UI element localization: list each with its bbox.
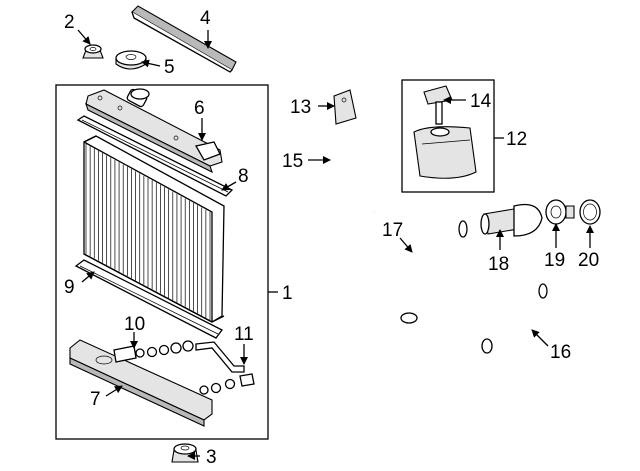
- callout-4: 4: [200, 8, 211, 29]
- thermostat-gasket: [579, 199, 601, 225]
- callout-17: 17: [382, 220, 403, 241]
- callout-3: 3: [206, 447, 217, 468]
- callout-12: 12: [506, 129, 527, 150]
- callout-19: 19: [544, 250, 565, 271]
- clip-part: [82, 44, 104, 59]
- callout-14: 14: [470, 91, 492, 112]
- upper-radiator-hose: [400, 214, 469, 325]
- radiator-core: [83, 135, 225, 323]
- callout-18: 18: [488, 254, 509, 275]
- lower-radiator-hose: [481, 281, 548, 354]
- reservoir-box: [401, 79, 504, 193]
- callout-7: 7: [90, 389, 101, 410]
- callout-5: 5: [164, 57, 175, 78]
- callout-16: 16: [550, 342, 571, 363]
- arrow-icon: [399, 237, 413, 253]
- callout-20: 20: [578, 250, 599, 271]
- arrow-icon: [221, 181, 237, 191]
- upper-tank: [85, 88, 223, 174]
- drain-cock-parts: [135, 340, 255, 395]
- overflow-hose: [329, 120, 393, 214]
- callout-6: 6: [194, 98, 205, 119]
- lower-tank: [69, 339, 213, 427]
- lower-gasket: [74, 259, 223, 339]
- water-outlet: [480, 203, 543, 237]
- reservoir-tank: [413, 126, 477, 179]
- arrow-icon: [105, 385, 123, 397]
- callout-10: 10: [124, 314, 145, 335]
- thermostat: [545, 199, 575, 225]
- upper-seal-strip: [131, 5, 237, 73]
- callout-15: 15: [282, 151, 303, 172]
- callout-8: 8: [238, 166, 249, 187]
- arrow-icon: [141, 59, 161, 68]
- cushion-mount: [115, 50, 147, 70]
- arrow-icon: [77, 29, 91, 45]
- callout-labels: 1 2 3 4 5 6 7 8 9 10 11 12 13 14 15 16 1…: [64, 8, 599, 468]
- callout-13: 13: [290, 97, 311, 118]
- callout-9: 9: [64, 277, 75, 298]
- callout-1: 1: [282, 283, 293, 304]
- callout-11: 11: [234, 324, 254, 345]
- callout-2: 2: [64, 12, 75, 33]
- radiator-assembly-bracket: [55, 84, 278, 440]
- reservoir-cap: [423, 85, 453, 125]
- arrow-icon: [531, 329, 549, 347]
- hose-bracket: [333, 89, 357, 125]
- arrow-icon: [81, 271, 95, 283]
- lower-cushion: [171, 443, 199, 463]
- leader-arrows: [77, 29, 594, 460]
